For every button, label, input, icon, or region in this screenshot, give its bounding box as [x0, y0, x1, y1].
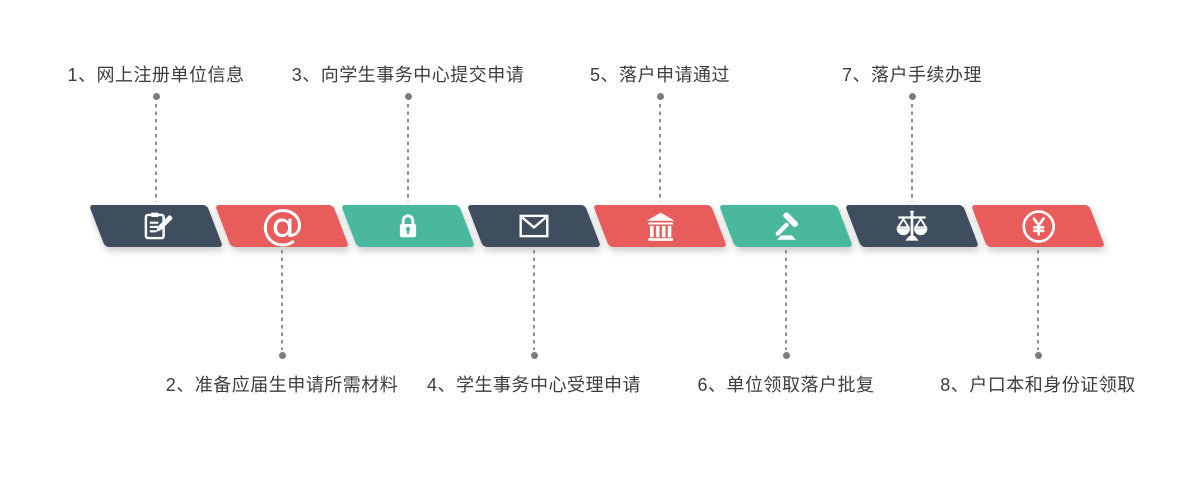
connector-dot — [404, 93, 412, 100]
connector-dashed-line — [911, 104, 913, 202]
connector-dashed-line — [407, 104, 409, 202]
step-shape: @ — [214, 200, 350, 250]
step-shape — [844, 205, 980, 247]
step-shape — [718, 205, 854, 247]
bank-icon — [642, 208, 679, 245]
step-column-7: 7、落户手续办理 — [842, 0, 982, 500]
envelope-icon — [515, 207, 553, 245]
step-shape — [592, 205, 728, 247]
connector-dot — [152, 93, 160, 100]
step-column-6: 6、单位领取落户批复 — [697, 0, 874, 500]
step-column-1: 1、网上注册单位信息 — [67, 0, 244, 500]
lock-icon — [390, 208, 426, 244]
connector-dot — [1034, 352, 1042, 359]
step-column-8: 8、户口本和身份证领取 — [940, 0, 1135, 500]
step-label: 1、网上注册单位信息 — [67, 65, 245, 85]
step-shape — [466, 205, 602, 247]
step-label: 6、单位领取落户批复 — [697, 375, 875, 395]
step-column-4: 4、学生事务中心受理申请 — [427, 0, 641, 500]
connector-dot — [278, 352, 286, 359]
step-label: 2、准备应届生申请所需材料 — [165, 375, 399, 395]
at-glyph: @ — [260, 200, 304, 250]
connector-dashed-line — [785, 250, 787, 350]
step-label: 7、落户手续办理 — [841, 65, 983, 85]
scales-icon — [892, 206, 932, 246]
step-column-2: @ 2、准备应届生申请所需材料 — [166, 0, 398, 500]
step-label: 3、向学生事务中心提交申请 — [291, 65, 525, 85]
step-shape — [88, 205, 224, 247]
connector-dashed-line — [533, 250, 535, 350]
at-sign-icon: @ — [260, 200, 304, 250]
step-column-3: 3、向学生事务中心提交申请 — [292, 0, 524, 500]
connector-dot — [908, 93, 916, 100]
connector-dashed-line — [155, 104, 157, 202]
connector-dot — [530, 352, 538, 359]
connector-dot — [656, 93, 664, 100]
step-label: 4、学生事务中心受理申请 — [426, 375, 642, 395]
yuan-circle-icon — [1020, 208, 1057, 245]
step-shape — [340, 205, 476, 247]
step-label: 5、落户申请通过 — [589, 65, 731, 85]
gavel-icon — [767, 207, 805, 245]
connector-dot — [782, 352, 790, 359]
clipboard-edit-icon — [138, 208, 175, 245]
connector-dashed-line — [1037, 250, 1039, 350]
step-label: 8、户口本和身份证领取 — [940, 375, 1136, 395]
step-column-5: 5、落户申请通过 — [590, 0, 730, 500]
connector-dashed-line — [281, 250, 283, 350]
connector-dashed-line — [659, 104, 661, 202]
step-shape — [970, 205, 1106, 247]
